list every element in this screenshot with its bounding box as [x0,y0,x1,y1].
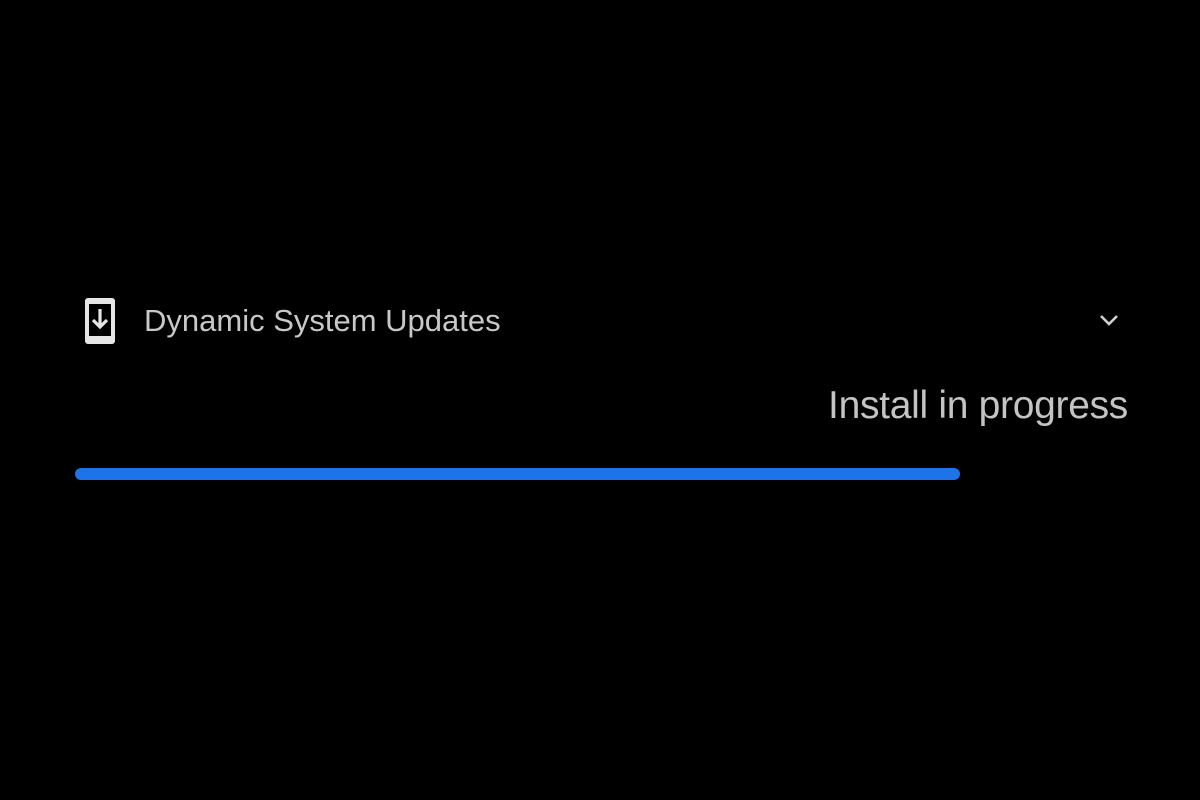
notification-title: Dynamic System Updates [144,303,501,338]
install-progress-bar [75,468,1128,480]
phone-download-icon [85,298,115,344]
progress-fill [75,468,960,480]
status-text: Install in progress [828,384,1128,427]
chevron-down-icon[interactable] [1096,311,1122,329]
notification-header[interactable]: Dynamic System Updates [84,297,1134,349]
